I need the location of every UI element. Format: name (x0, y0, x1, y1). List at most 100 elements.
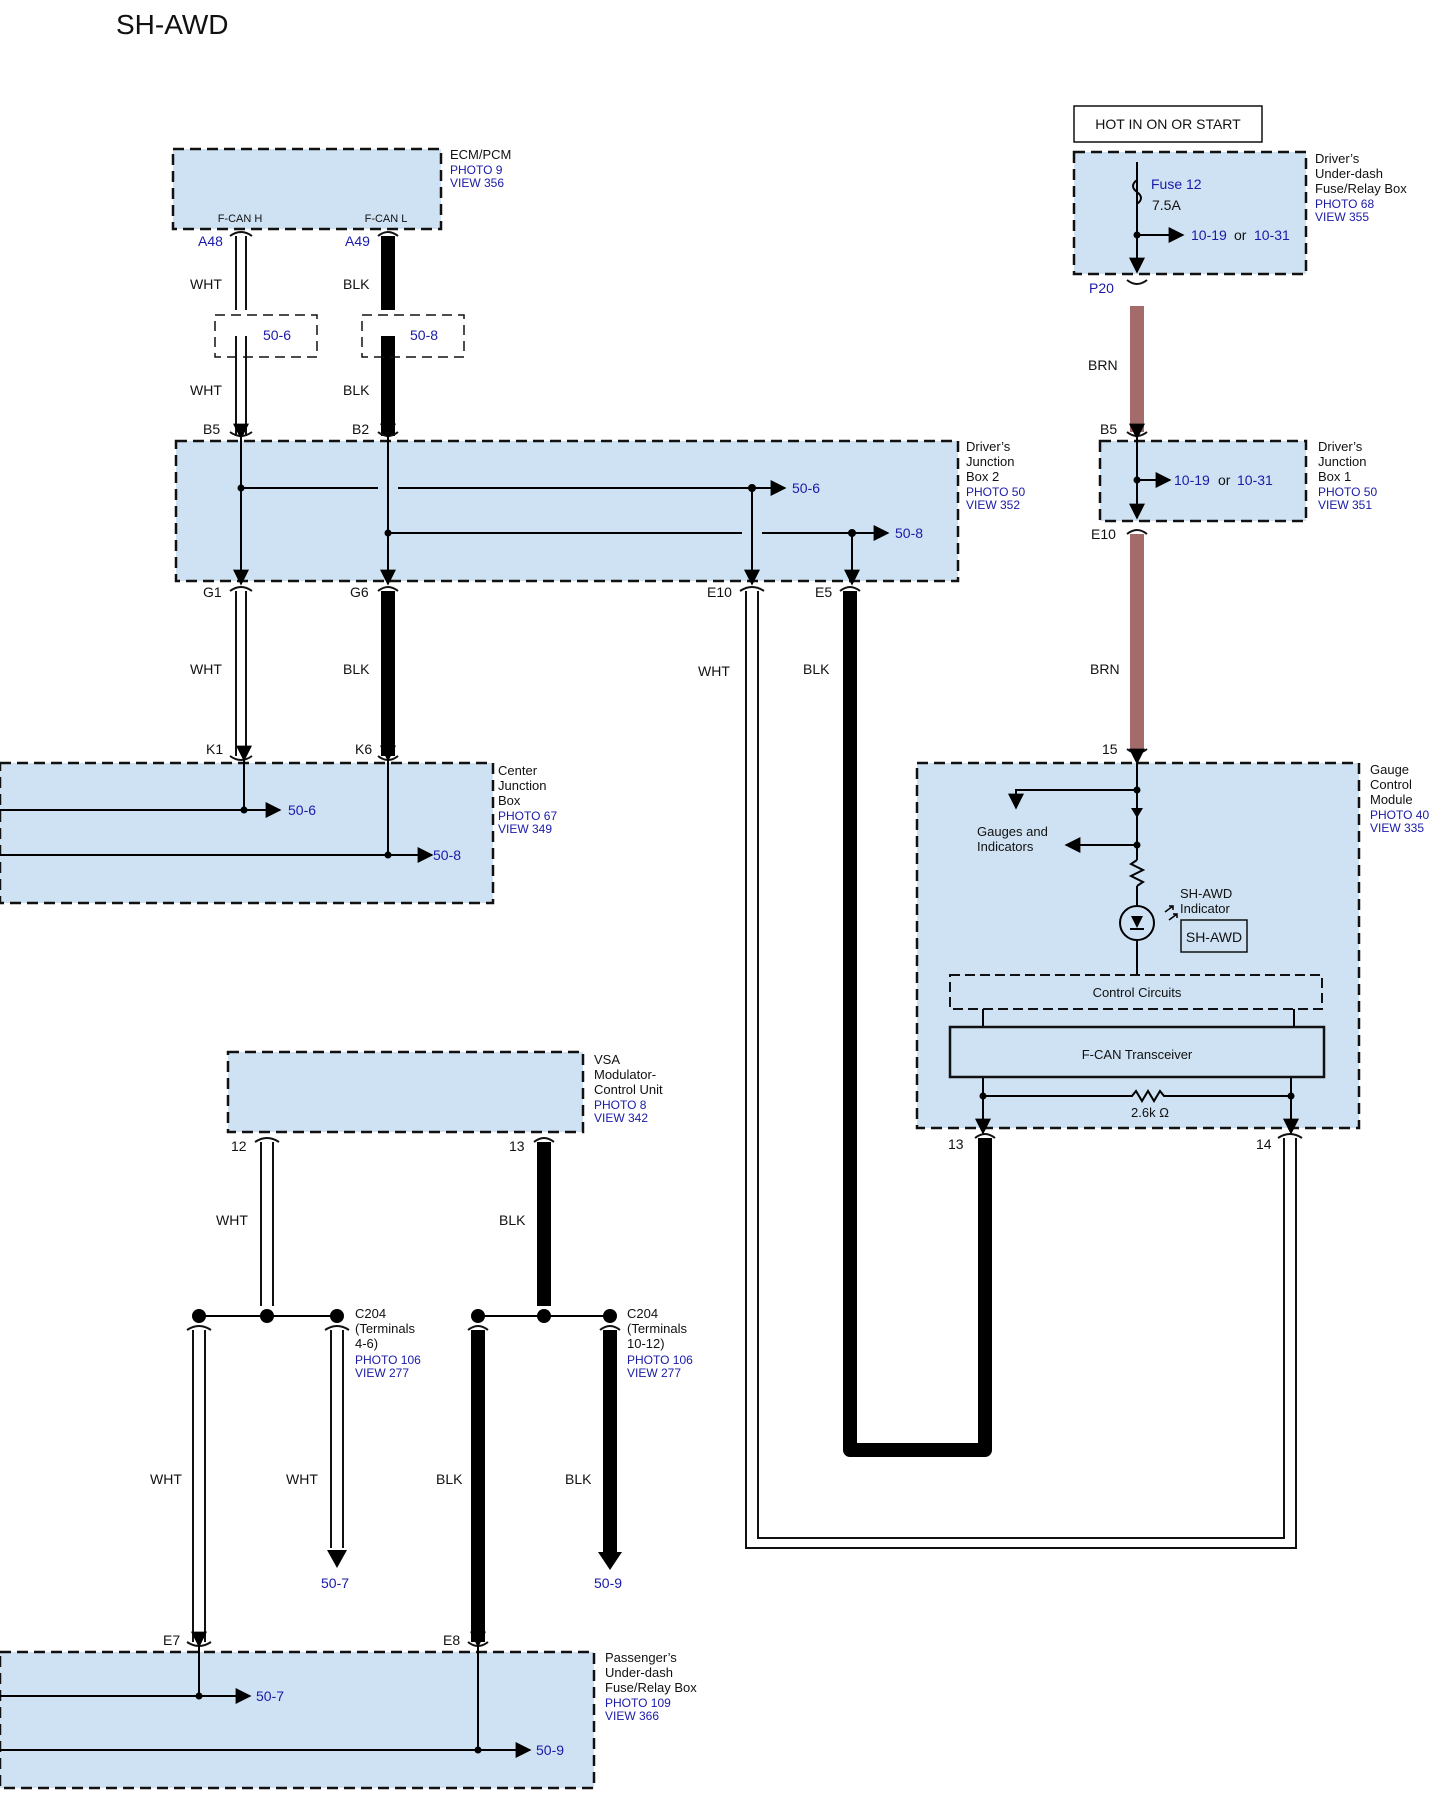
pin-14: 14 (1256, 1136, 1272, 1152)
c204b-name: (Terminals (627, 1321, 687, 1336)
driver-fuse-box (1072, 150, 1308, 276)
djb2-name: Box 2 (966, 469, 999, 484)
c204b-name: C204 (627, 1306, 658, 1321)
wire-label-wht: WHT (216, 1212, 248, 1228)
light-emit-icon (1164, 905, 1178, 921)
gcm-name: Module (1370, 792, 1413, 807)
dudf-name: Under-dash (1315, 166, 1383, 181)
vsa-name: VSA (594, 1052, 620, 1067)
xref-50-6: 50-6 (792, 480, 820, 496)
djb1-name: Box 1 (1318, 469, 1351, 484)
vsa-view: VIEW 342 (594, 1111, 648, 1125)
xref-or: or (1234, 227, 1247, 243)
cjb-view: VIEW 349 (498, 822, 552, 836)
c204a-name: 4-6) (355, 1336, 378, 1351)
c204a-name: (Terminals (355, 1321, 415, 1336)
c204b-view: VIEW 277 (627, 1366, 681, 1380)
fuse-symbol (1132, 179, 1142, 205)
cjb-name: Box (498, 793, 521, 808)
djb2-box (174, 439, 960, 583)
ecm-pcm-box (171, 147, 443, 231)
pin-15: 15 (1102, 741, 1118, 757)
djb2-name: Junction (966, 454, 1014, 469)
xref-50-9: 50-9 (594, 1575, 622, 1591)
c204b-name: 10-12) (627, 1336, 665, 1351)
pudf-name: Under-dash (605, 1665, 673, 1680)
wire-label-brn: BRN (1088, 357, 1118, 373)
arrow-50-9 (598, 1552, 622, 1570)
djb1-photo: PHOTO 50 (1318, 485, 1377, 499)
vsa-name: Modulator- (594, 1067, 656, 1082)
indicator-label: SH-AWD (1180, 886, 1232, 901)
pin-k1: K1 (206, 741, 223, 757)
fcan-transceiver-box (948, 1025, 1326, 1079)
wire-label-blk: BLK (343, 276, 370, 292)
fuse-amp: 7.5A (1152, 197, 1181, 213)
c204a-view: VIEW 277 (355, 1366, 409, 1380)
wire-label-wht: WHT (286, 1471, 318, 1487)
power-label-box (1073, 105, 1263, 143)
fuse-label: Fuse 12 (1151, 176, 1202, 192)
xref-50-6: 50-6 (263, 327, 291, 343)
wire-label-blk: BLK (436, 1471, 463, 1487)
wire-label-wht: WHT (190, 661, 222, 677)
pin-b5: B5 (203, 421, 220, 437)
pin-e7: E7 (163, 1632, 180, 1648)
wire-label-wht: WHT (150, 1471, 182, 1487)
wire-label-blk: BLK (343, 661, 370, 677)
cjb-name: Junction (498, 778, 546, 793)
pin-13: 13 (948, 1136, 964, 1152)
pin-p20: P20 (1089, 280, 1114, 296)
wire-label-blk: BLK (565, 1471, 592, 1487)
wire-label-wht: WHT (190, 276, 222, 292)
ecm-photo: PHOTO 9 (450, 163, 503, 177)
xref-50-9: 50-9 (536, 1742, 564, 1758)
page-title: SH-AWD (116, 9, 229, 40)
passenger-fuse-box (0, 1650, 596, 1790)
vsa-box (226, 1050, 585, 1134)
wire-label-brn: BRN (1090, 661, 1120, 677)
pin-k6: K6 (355, 741, 372, 757)
pin-e10: E10 (707, 584, 732, 600)
pudf-view: VIEW 366 (605, 1709, 659, 1723)
djb1-view: VIEW 351 (1318, 498, 1372, 512)
pudf-photo: PHOTO 109 (605, 1696, 671, 1710)
arrow-50-7 (327, 1550, 347, 1568)
wire-label-blk: BLK (343, 382, 370, 398)
wire-label-wht: WHT (698, 663, 730, 679)
pin-e5: E5 (815, 584, 832, 600)
dudf-photo: PHOTO 68 (1315, 197, 1374, 211)
sh-awd-badge-text: SH-AWD (1186, 929, 1242, 945)
djb2-name: Driver’s (966, 439, 1011, 454)
sh-awd-badge (1180, 919, 1248, 953)
gauges-label: Indicators (977, 839, 1034, 854)
xref-50-6: 50-6 (288, 802, 316, 818)
resistor-label: 2.6k Ω (1131, 1105, 1169, 1120)
dudf-view: VIEW 355 (1315, 210, 1369, 224)
djb2-photo: PHOTO 50 (966, 485, 1025, 499)
ecm-pin-can-h: F-CAN H (218, 213, 263, 225)
splice-50-8-box (361, 314, 465, 358)
pin-e8: E8 (443, 1632, 460, 1648)
xref-50-8: 50-8 (433, 847, 461, 863)
xref-50-8: 50-8 (410, 327, 438, 343)
wire-label-blk: BLK (803, 661, 830, 677)
indicator-led-icon (1119, 905, 1155, 941)
pudf-name: Fuse/Relay Box (605, 1680, 697, 1695)
dudf-name: Fuse/Relay Box (1315, 181, 1407, 196)
gauges-label: Gauges and (977, 824, 1048, 839)
xref-50-7: 50-7 (321, 1575, 349, 1591)
djb1-name: Junction (1318, 454, 1366, 469)
xref-10-31: 10-31 (1254, 227, 1290, 243)
c204b-photo: PHOTO 106 (627, 1353, 693, 1367)
c204a-name: C204 (355, 1306, 386, 1321)
control-circuits-label: Control Circuits (1093, 985, 1182, 1000)
pin-a48: A48 (198, 233, 223, 249)
pudf-name: Passenger’s (605, 1650, 677, 1665)
djb1-name: Driver’s (1318, 439, 1363, 454)
center-jb-box (0, 761, 495, 905)
vsa-photo: PHOTO 8 (594, 1098, 647, 1112)
vsa-name: Control Unit (594, 1082, 663, 1097)
cjb-photo: PHOTO 67 (498, 809, 557, 823)
